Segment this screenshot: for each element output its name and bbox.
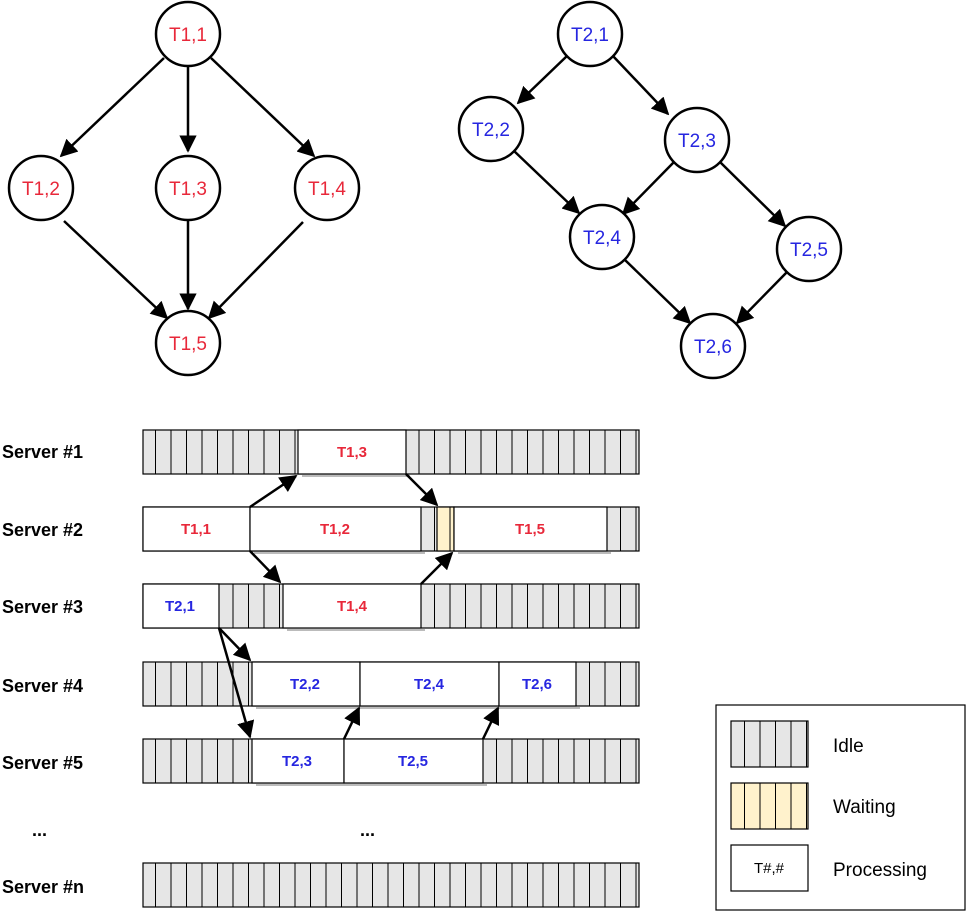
server-4-timeline: T2,2 T2,4 T2,6 [142,661,640,709]
server-label-4: Server #4 [2,676,83,696]
arrow-t11-to-t13 [249,474,298,509]
edge-t23-t24 [621,161,675,216]
waiting-slot [436,506,455,552]
edge-t12-t15 [63,220,169,320]
node-t1-1: T1,1 [154,0,222,68]
task-label: T1,5 [515,521,545,538]
node-label: T2,2 [472,120,510,141]
legend: Idle Waiting T#,# Processing [715,704,966,911]
task-label: T2,3 [282,753,312,770]
idle-slots [142,862,640,908]
arrow-t21-to-t22 [218,627,252,662]
node-t2-2: T2,2 [457,95,525,163]
legend-waiting-swatch [730,782,809,830]
node-label: T2,1 [571,25,609,46]
legend-waiting-label: Waiting [833,797,896,818]
node-label: T2,5 [790,240,828,261]
node-label: T1,1 [169,25,207,46]
node-label: T2,6 [694,337,732,358]
node-t2-4: T2,4 [568,203,636,271]
task-block-t1-2 [249,506,422,552]
task-block-t2-3 [251,738,345,784]
legend-processing-label: Processing [833,860,927,881]
task-label: T1,2 [320,521,350,538]
ellipsis-center: ... [360,820,375,840]
graph2-edges [512,54,788,325]
task-block-t2-4 [359,661,500,707]
node-label: T1,3 [169,179,207,200]
node-t1-4: T1,4 [293,154,361,222]
dependency-arrows [217,473,500,740]
task-block-t1-3 [297,429,407,475]
arrow-t25-to-t26 [481,706,500,740]
ellipsis-left: ... [32,820,47,840]
node-label: T1,5 [169,334,207,355]
edge-t22-t24 [512,149,581,215]
server-n-timeline [142,862,640,908]
edge-t25-t26 [735,271,788,325]
task-label: T2,2 [290,676,320,693]
task-block-t1-4 [282,583,422,629]
arrow-t21-to-t23 [217,627,255,739]
edge-t11-t14 [210,57,316,158]
server-label-3: Server #3 [2,597,83,617]
edge-t21-t22 [516,54,569,105]
graph2-nodes: T2,1 T2,2 T2,3 T2,4 T2,5 T2,6 [457,0,843,380]
server-2-timeline: T1,1 T1,2 T1,5 [142,506,640,554]
server-3-timeline: T2,1 T1,4 [142,583,640,631]
legend-idle-swatch [730,720,809,768]
task-block-t1-5 [453,506,608,552]
task-label: T2,6 [522,676,552,693]
task-label: T1,4 [337,598,368,615]
task-block-t2-5 [343,738,484,784]
node-t1-2: T1,2 [7,154,75,222]
task-label: T2,4 [414,676,445,693]
legend-idle-label: Idle [833,736,864,757]
node-t1-5: T1,5 [154,309,222,377]
edge-t23-t25 [719,161,787,228]
server-labels: Server #1 Server #2 Server #3 Server #4 … [2,442,375,897]
server-label-1: Server #1 [2,442,83,462]
task-label: T2,1 [165,598,195,615]
node-label: T2,3 [678,131,716,152]
edge-t24-t26 [624,259,692,325]
legend-processing-box-text: T#,# [754,860,785,877]
node-label: T1,2 [22,179,60,200]
arrow-t23-to-t24 [342,706,361,740]
server-label-n: Server #n [2,877,84,897]
edge-t21-t23 [611,54,670,116]
server-label-5: Server #5 [2,753,83,773]
task-label: T1,3 [337,444,367,461]
node-t2-6: T2,6 [679,312,747,380]
server-1-timeline: T1,3 [142,429,640,477]
task-label: T1,1 [181,521,211,538]
task-block-t2-1 [142,583,220,629]
node-t2-1: T2,1 [556,0,624,68]
task-block-t1-1 [142,506,251,552]
node-t2-5: T2,5 [775,215,843,283]
graph1-edges [59,57,316,320]
node-label: T2,4 [583,228,621,249]
server-5-timeline: T2,3 T2,5 [142,738,640,786]
legend-processing-swatch [730,844,809,892]
node-label: T1,4 [308,179,346,200]
node-t2-3: T2,3 [663,106,731,174]
arrow-t13-to-t15 [405,473,439,507]
arrow-t11-to-t14 [249,550,282,584]
server-label-2: Server #2 [2,520,83,540]
arrow-t14-to-t15 [420,551,454,585]
task-block-t2-6 [498,661,577,707]
node-t1-3: T1,3 [154,154,222,222]
edge-t14-t15 [207,221,304,320]
task-label: T2,5 [398,753,428,770]
graph1-nodes: T1,1 T1,2 T1,3 T1,4 T1,5 [7,0,361,377]
edge-t11-t12 [59,57,165,158]
